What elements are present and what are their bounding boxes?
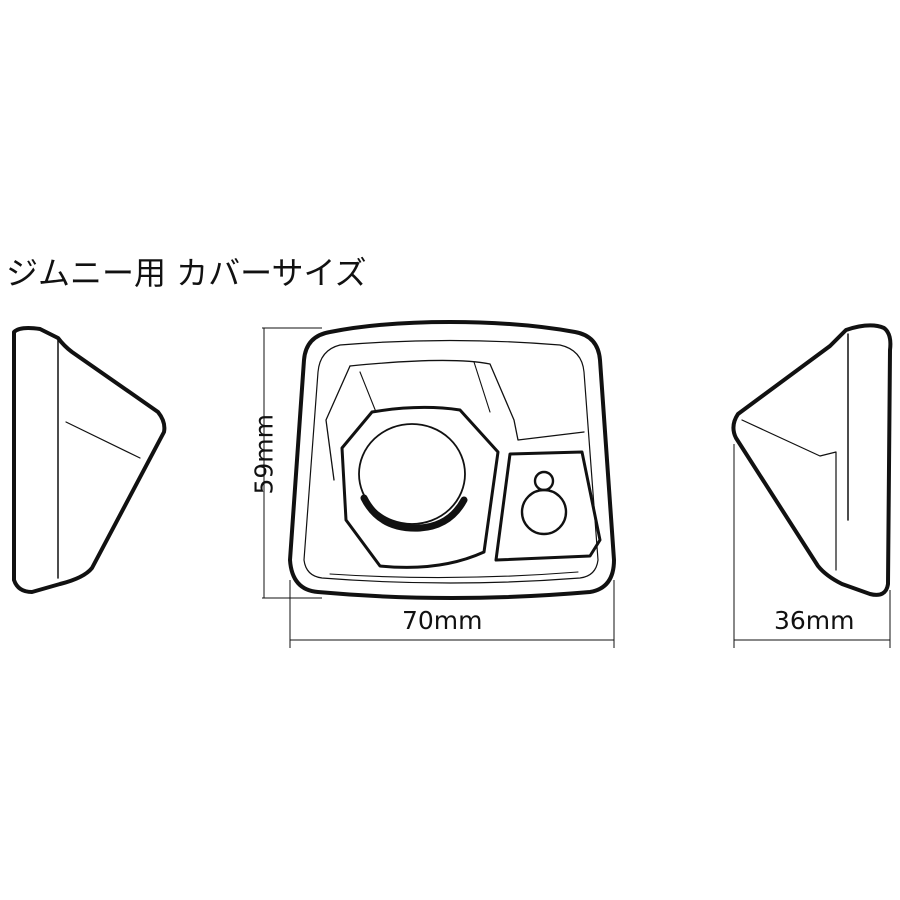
- width-label: 70mm: [402, 606, 483, 635]
- front-diagonal-left: [359, 371, 377, 413]
- front-upper-recess: [349, 359, 585, 441]
- gauge-hole-shadow: [360, 494, 468, 532]
- gauge-bezel: [340, 405, 500, 569]
- right-side-view: [731, 323, 893, 597]
- front-diagonal-right: [473, 361, 491, 413]
- front-recess-left: [325, 365, 351, 481]
- front-outline: [288, 320, 616, 600]
- left-side-outline: [12, 326, 167, 594]
- switch-hole: [520, 488, 568, 536]
- switch-knob-top: [533, 470, 555, 492]
- height-label: 59mm: [249, 413, 279, 495]
- left-side-inner-line: [65, 421, 141, 459]
- front-bottom-inner-line: [329, 571, 579, 579]
- left-side-view: [12, 326, 167, 594]
- front-view: [288, 320, 616, 600]
- front-inner-rim: [303, 339, 599, 584]
- right-side-inner-line: [741, 419, 837, 571]
- depth-label: 36mm: [774, 606, 855, 635]
- right-side-outline: [731, 323, 893, 597]
- dimension-lines: [262, 327, 891, 648]
- diagram-title: ジムニー用 カバーサイズ: [6, 254, 367, 292]
- switch-panel: [494, 450, 602, 562]
- gauge-hole: [358, 423, 466, 525]
